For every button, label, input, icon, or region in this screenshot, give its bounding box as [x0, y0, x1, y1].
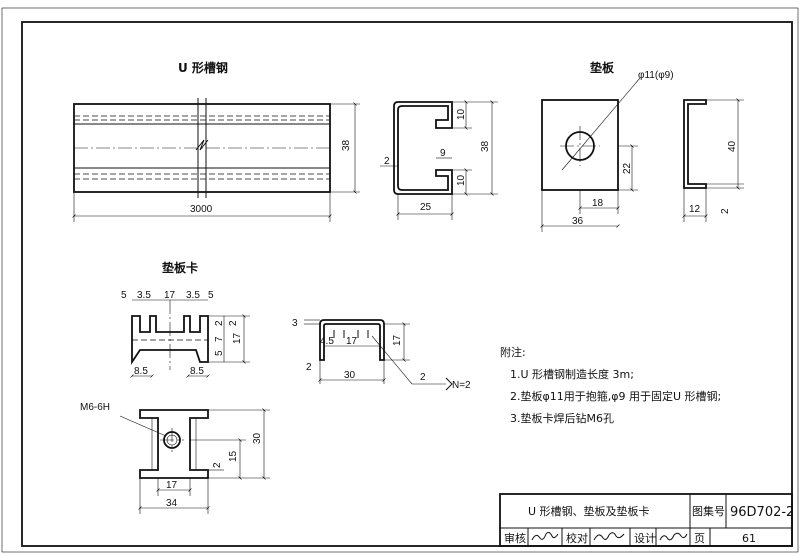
svg-text:2: 2	[720, 208, 731, 214]
notes: 附注: 1.U 形槽钢制造长度 3m; 2.垫板φ11用于抱箍,φ9 用于固定U…	[500, 345, 721, 425]
clip-view: 垫板卡 5 3.5 17 3.5 5 2 7 5 2 17 8.5 8.5	[121, 260, 250, 378]
frame-border	[21, 21, 793, 547]
svg-text:5: 5	[121, 290, 127, 301]
svg-text:3000: 3000	[190, 204, 213, 215]
review-label: 审核	[504, 531, 526, 545]
design-signature	[659, 532, 688, 541]
svg-text:12: 12	[689, 204, 701, 215]
note-1: 1.U 形槽钢制造长度 3m;	[510, 367, 634, 381]
svg-text:8.5: 8.5	[190, 366, 204, 377]
design-label: 设计	[634, 532, 656, 545]
atlas-label: 图集号	[692, 504, 725, 518]
svg-text:2: 2	[420, 372, 426, 383]
pad-side-view: 40 2 12	[682, 98, 744, 222]
note-2: 2.垫板φ11用于抱箍,φ9 用于固定U 形槽钢;	[510, 389, 721, 403]
review-signature	[531, 531, 559, 541]
pad-view: 垫板 φ11(φ9) 22 18 36	[540, 60, 674, 232]
pad-title: 垫板	[590, 60, 615, 75]
svg-text:9: 9	[440, 148, 446, 159]
note-3: 3.垫板卡焊后钻M6孔	[510, 411, 614, 425]
svg-text:17: 17	[164, 290, 176, 301]
svg-text:φ11(φ9): φ11(φ9)	[638, 70, 674, 81]
svg-text:38: 38	[480, 140, 491, 152]
svg-text:22: 22	[622, 162, 633, 174]
svg-text:8.5: 8.5	[134, 366, 148, 377]
svg-text:5: 5	[208, 290, 214, 301]
u-channel-title: U 形槽钢	[178, 60, 228, 75]
svg-text:2: 2	[212, 462, 223, 468]
svg-text:3: 3	[292, 318, 298, 329]
u-channel-view: U 形槽钢 38 3000	[72, 60, 360, 222]
svg-text:17: 17	[166, 480, 178, 491]
svg-text:10: 10	[456, 108, 467, 120]
svg-text:2: 2	[306, 362, 312, 373]
svg-text:40: 40	[727, 140, 738, 152]
svg-text:5: 5	[214, 350, 225, 356]
svg-text:3.5: 3.5	[137, 290, 151, 301]
svg-text:M6-6H: M6-6H	[80, 402, 110, 413]
svg-text:15: 15	[228, 450, 239, 462]
page-number: 61	[742, 532, 756, 545]
svg-text:18: 18	[592, 198, 604, 209]
svg-text:36: 36	[572, 216, 584, 227]
svg-text:34: 34	[166, 498, 178, 509]
svg-text:3.5: 3.5	[186, 290, 200, 301]
svg-text:N=2: N=2	[452, 380, 471, 391]
svg-text:17: 17	[392, 334, 403, 346]
clip-front-view: M6-6H 30 15 2 17 34	[80, 402, 270, 514]
svg-text:30: 30	[344, 370, 356, 381]
svg-text:30: 30	[252, 432, 263, 444]
svg-text:7: 7	[214, 336, 225, 342]
svg-text:17: 17	[232, 332, 243, 344]
title-block: U 形槽钢、垫板及垫板卡 图集号 96D702-2 审核 校对 设计 页 61	[499, 493, 794, 547]
svg-text:2: 2	[384, 156, 390, 167]
svg-text:2: 2	[228, 320, 239, 326]
svg-text:38: 38	[341, 139, 352, 151]
check-label: 校对	[566, 531, 588, 545]
outer-border	[1, 7, 799, 553]
svg-text:17: 17	[346, 336, 358, 347]
svg-text:25: 25	[420, 202, 432, 213]
clip-section-view: 3 17 4.5 17 2 30 2 N=2	[292, 318, 471, 391]
svg-text:4.5: 4.5	[320, 336, 334, 347]
u-section-view: 38 10 10 9 2 25	[380, 100, 498, 220]
svg-text:2: 2	[214, 320, 225, 326]
atlas-number: 96D702-2	[730, 505, 794, 520]
page-label: 页	[694, 532, 705, 545]
check-signature	[593, 532, 625, 541]
svg-text:10: 10	[456, 174, 467, 186]
clip-title: 垫板卡	[162, 260, 198, 275]
drawing-title: U 形槽钢、垫板及垫板卡	[528, 504, 650, 518]
notes-heading: 附注:	[500, 345, 526, 359]
